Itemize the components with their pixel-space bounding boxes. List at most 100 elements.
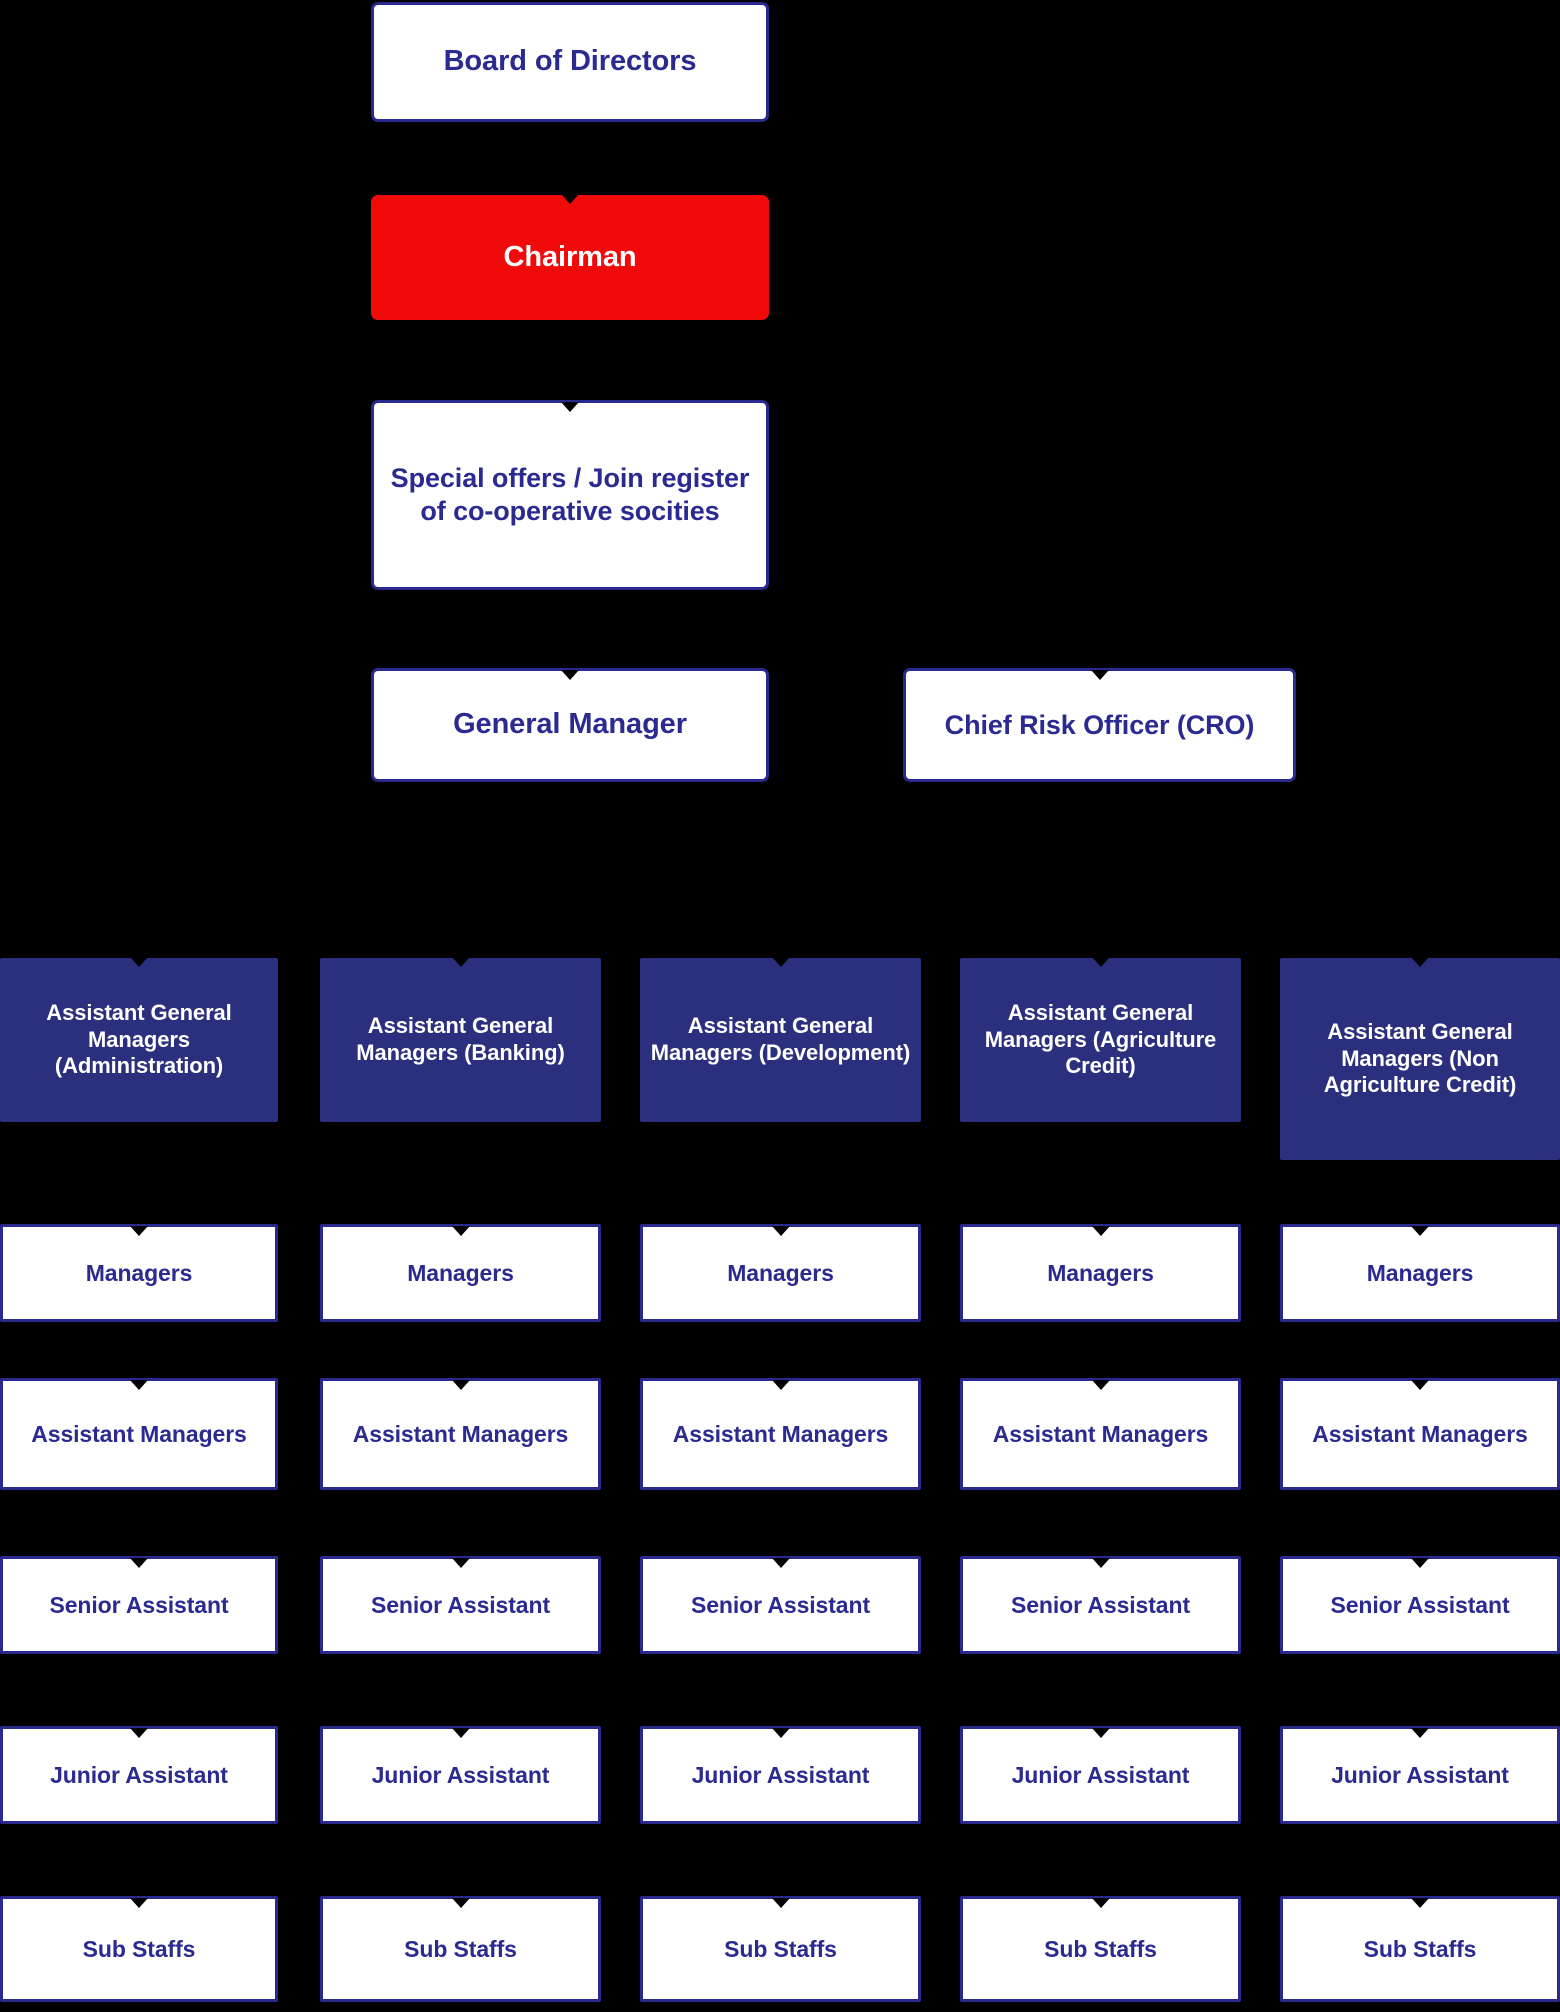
node-senior-assistant-column-4[interactable]: Senior Assistant [960, 1556, 1241, 1654]
node-agm-column-5[interactable]: Assistant General Managers (Non Agricult… [1280, 957, 1560, 1160]
node-assistant-managers-column-3[interactable]: Assistant Managers [640, 1378, 921, 1490]
node-label: General Manager [453, 708, 687, 741]
node-label: Assistant General Managers (Non Agricult… [1323, 1018, 1517, 1098]
node-junior-assistant-column-3[interactable]: Junior Assistant [640, 1726, 921, 1824]
node-label: Managers [727, 1259, 834, 1286]
node-sub-staffs-column-1[interactable]: Sub Staffs [0, 1896, 278, 2002]
node-label: Assistant Managers [31, 1420, 247, 1447]
node-senior-assistant-column-1[interactable]: Senior Assistant [0, 1556, 278, 1654]
node-special-offers[interactable]: Special offers / Join register of co-ope… [371, 400, 769, 590]
node-label: Senior Assistant [49, 1591, 229, 1618]
node-junior-assistant-column-4[interactable]: Junior Assistant [960, 1726, 1241, 1824]
arrow-down-icon [130, 1728, 148, 1738]
node-label: Managers [1366, 1259, 1474, 1286]
node-label: Assistant Managers [1312, 1420, 1528, 1447]
node-label: Assistant General Managers (Development) [650, 1013, 911, 1065]
node-sub-staffs-column-5[interactable]: Sub Staffs [1280, 1896, 1560, 2002]
arrow-down-icon [451, 1558, 470, 1568]
node-label: Junior Assistant [371, 1761, 550, 1788]
node-sub-staffs-column-3[interactable]: Sub Staffs [640, 1896, 921, 2002]
arrow-down-icon [771, 1898, 790, 1908]
arrow-down-icon [561, 194, 579, 204]
arrow-down-icon [451, 1380, 470, 1390]
node-label: Chairman [503, 240, 637, 273]
node-label: Assistant General Managers (Banking) [356, 1013, 565, 1065]
node-managers-column-1[interactable]: Managers [0, 1224, 278, 1322]
node-label: Senior Assistant [1010, 1591, 1191, 1618]
arrow-down-icon [130, 957, 148, 967]
node-managers-column-4[interactable]: Managers [960, 1224, 1241, 1322]
node-label: Managers [85, 1259, 193, 1286]
node-sub-staffs-column-4[interactable]: Sub Staffs [960, 1896, 1241, 2002]
node-agm-column-3[interactable]: Assistant General Managers (Development) [640, 957, 921, 1122]
node-junior-assistant-column-2[interactable]: Junior Assistant [320, 1726, 601, 1824]
node-label: Sub Staffs [724, 1935, 837, 1962]
arrow-down-icon [561, 670, 579, 680]
arrow-down-icon [561, 402, 579, 412]
arrow-down-icon [451, 957, 470, 967]
node-label: Junior Assistant [1011, 1761, 1190, 1788]
arrow-down-icon [1091, 1728, 1110, 1738]
node-label: Assistant Managers [672, 1420, 889, 1447]
node-label: Senior Assistant [370, 1591, 551, 1618]
node-general-manager[interactable]: General Manager [371, 668, 769, 782]
node-label: Junior Assistant [691, 1761, 870, 1788]
node-label: Junior Assistant [50, 1761, 228, 1788]
node-junior-assistant-column-1[interactable]: Junior Assistant [0, 1726, 278, 1824]
arrow-down-icon [1411, 1558, 1429, 1568]
arrow-down-icon [451, 1226, 470, 1236]
arrow-down-icon [771, 1226, 790, 1236]
arrow-down-icon [1090, 670, 1109, 680]
node-label: Special offers / Join register of co-ope… [390, 463, 750, 526]
node-assistant-managers-column-2[interactable]: Assistant Managers [320, 1378, 601, 1490]
node-senior-assistant-column-5[interactable]: Senior Assistant [1280, 1556, 1560, 1654]
node-agm-column-4[interactable]: Assistant General Managers (Agriculture … [960, 957, 1241, 1122]
arrow-down-icon [1091, 957, 1110, 967]
node-senior-assistant-column-2[interactable]: Senior Assistant [320, 1556, 601, 1654]
node-label: Senior Assistant [690, 1591, 871, 1618]
arrow-down-icon [1411, 1380, 1429, 1390]
node-assistant-managers-column-1[interactable]: Assistant Managers [0, 1378, 278, 1490]
arrow-down-icon [1411, 1226, 1429, 1236]
node-managers-column-3[interactable]: Managers [640, 1224, 921, 1322]
node-sub-staffs-column-2[interactable]: Sub Staffs [320, 1896, 601, 2002]
arrow-down-icon [130, 1558, 148, 1568]
node-label: Board of Directors [443, 45, 697, 78]
node-label: Sub Staffs [1044, 1935, 1157, 1962]
node-label: Junior Assistant [1331, 1761, 1509, 1788]
node-label: Managers [407, 1259, 514, 1286]
arrow-down-icon [451, 1728, 470, 1738]
arrow-down-icon [1411, 1898, 1429, 1908]
node-chairman[interactable]: Chairman [371, 194, 769, 320]
node-managers-column-5[interactable]: Managers [1280, 1224, 1560, 1322]
node-label: Sub Staffs [404, 1935, 517, 1962]
node-label: Assistant General Managers (Agriculture … [984, 999, 1217, 1079]
arrow-down-icon [130, 1226, 148, 1236]
arrow-down-icon [1091, 1226, 1110, 1236]
node-label: Chief Risk Officer (CRO) [944, 709, 1255, 740]
node-chief-risk-officer[interactable]: Chief Risk Officer (CRO) [903, 668, 1296, 782]
node-label: Sub Staffs [82, 1935, 196, 1962]
arrow-down-icon [771, 1728, 790, 1738]
arrow-down-icon [771, 1558, 790, 1568]
arrow-down-icon [130, 1380, 148, 1390]
arrow-down-icon [771, 957, 790, 967]
node-junior-assistant-column-5[interactable]: Junior Assistant [1280, 1726, 1560, 1824]
node-managers-column-2[interactable]: Managers [320, 1224, 601, 1322]
arrow-down-icon [1411, 957, 1429, 967]
node-label: Managers [1047, 1259, 1154, 1286]
node-senior-assistant-column-3[interactable]: Senior Assistant [640, 1556, 921, 1654]
arrow-down-icon [451, 1898, 470, 1908]
node-assistant-managers-column-5[interactable]: Assistant Managers [1280, 1378, 1560, 1490]
arrow-down-icon [130, 1898, 148, 1908]
node-label: Assistant Managers [352, 1420, 569, 1447]
node-agm-column-1[interactable]: Assistant General Managers (Administrati… [0, 957, 278, 1122]
node-board-of-directors[interactable]: Board of Directors [371, 2, 769, 122]
node-assistant-managers-column-4[interactable]: Assistant Managers [960, 1378, 1241, 1490]
node-label: Assistant General Managers (Administrati… [46, 999, 232, 1079]
node-agm-column-2[interactable]: Assistant General Managers (Banking) [320, 957, 601, 1122]
arrow-down-icon [1091, 1898, 1110, 1908]
node-label: Senior Assistant [1330, 1591, 1510, 1618]
arrow-down-icon [1411, 1728, 1429, 1738]
